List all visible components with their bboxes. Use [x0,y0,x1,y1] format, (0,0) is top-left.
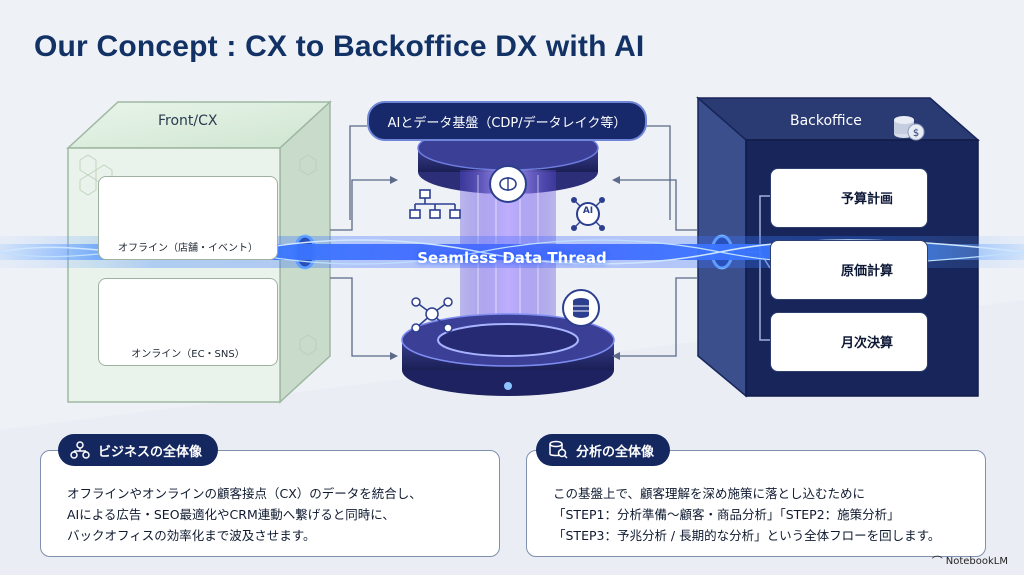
business-line: オフラインやオンラインの顧客接点（CX）のデータを統合し、 [67,486,422,501]
database-search-icon [549,440,568,459]
business-line: バックオフィスの効率化まで波及させます。 [67,528,316,543]
backoffice-item-budget: 予算計画 [770,168,928,228]
analysis-line: この基盤上で、顧客理解を深め施策に落とし込むために [553,486,866,501]
business-overview-panel: オフラインやオンラインの顧客接点（CX）のデータを統合し、 AIによる広告・SE… [40,450,500,557]
brand-label: NotebookLM [945,555,1008,567]
analysis-line: 「STEP1：分析準備〜顧客・商品分析」「STEP2：施策分析」 [553,507,900,522]
svg-text:$: $ [913,128,919,139]
database-icon [562,289,600,327]
backoffice-item-cost: 原価計算 [770,240,928,300]
business-line: AIによる広告・SEO最適化やCRM連動へ繋げると同時に、 [67,507,395,522]
online-channel-label: オンライン（EC・SNS） [131,349,245,360]
notebooklm-logo-icon: ⌒ [931,555,943,568]
ai-data-platform-label: AIとデータ基盤（CDP/データレイク等） [367,101,647,141]
analysis-overview-tag: 分析の全体像 [536,434,671,466]
online-channel-card: オンライン（EC・SNS） [98,278,278,366]
hierarchy-icon [409,189,461,219]
analysis-overview-panel: この基盤上で、顧客理解を深め施策に落とし込むために 「STEP1：分析準備〜顧客… [526,450,986,557]
molecule-network-icon [411,297,453,333]
business-overview-tag-label: ビジネスの全体像 [98,444,203,460]
backoffice-item-label: 予算計画 [841,192,894,207]
backoffice-title: Backoffice [790,113,862,129]
coins-icon: $ [894,116,925,141]
business-overview-tag: ビジネスの全体像 [58,434,219,466]
analysis-line: 「STEP3：予兆分析 / 長期的な分析」という全体フローを回します。 [553,528,941,543]
page-title: Our Concept : CX to Backoffice DX with A… [34,30,645,63]
brain-icon [489,165,527,203]
offline-channel-label: オフライン（店舗・イベント） [118,243,258,254]
org-chart-icon [70,441,90,459]
front-cx-title: Front/CX [158,113,218,129]
offline-channel-card: オフライン（店舗・イベント） [98,176,278,260]
backoffice-item-closing: 月次決算 [770,312,928,372]
connector-lines [330,125,698,357]
ai-network-icon [571,197,605,231]
analysis-overview-tag-label: 分析の全体像 [576,444,655,460]
backoffice-item-label: 原価計算 [841,264,894,279]
backoffice-item-label: 月次決算 [841,336,894,351]
ai-badge: AI [582,206,594,216]
notebooklm-brand: ⌒ NotebookLM [932,553,1008,569]
data-thread-label: Seamless Data Thread [417,249,607,267]
